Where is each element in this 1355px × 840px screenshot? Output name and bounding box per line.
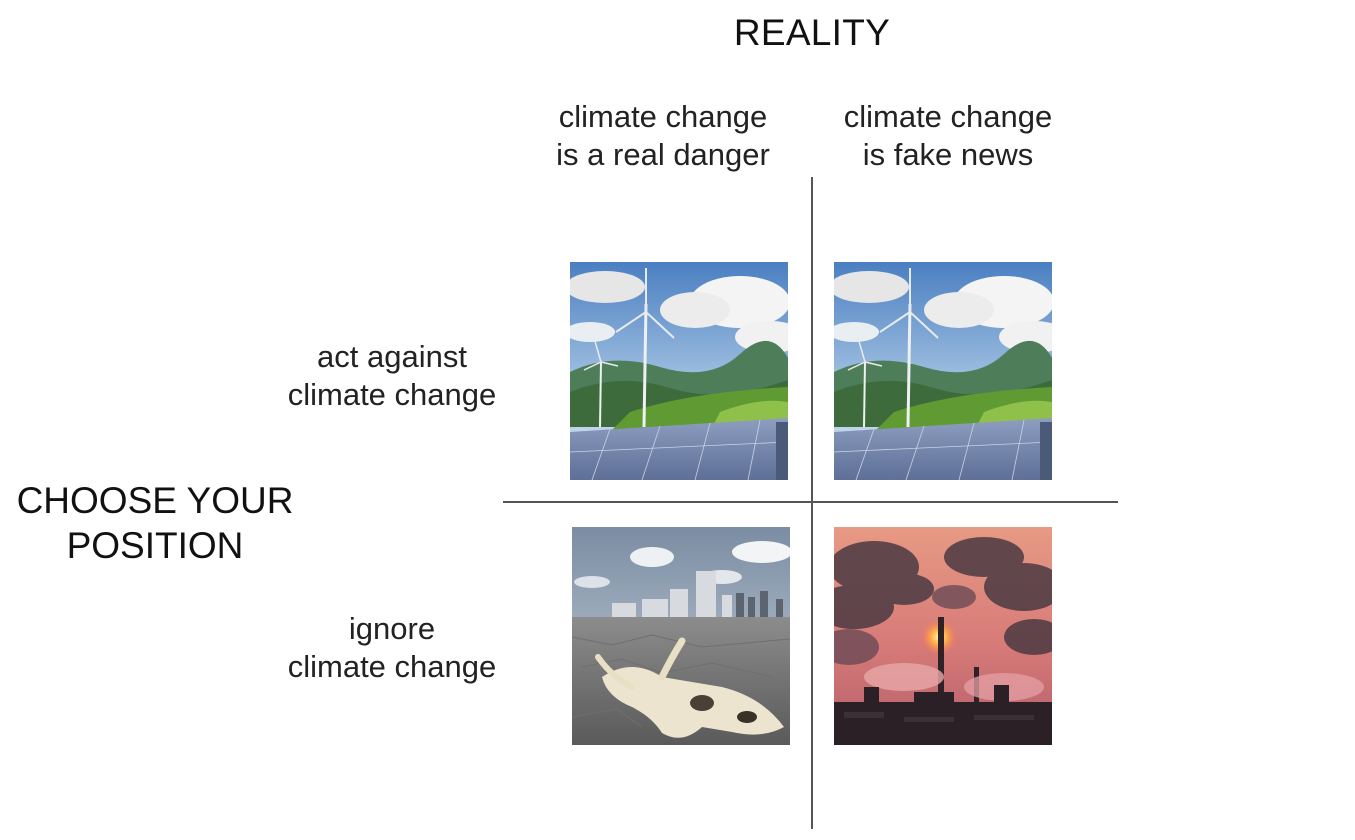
column-label-line: is a real danger [556,137,770,172]
image-renewable-energy-top-left [570,262,788,480]
position-axis-title: CHOOSE YOUR POSITION [8,478,302,568]
column-label-fake-news: climate change is fake news [816,98,1080,174]
vertical-axis-line [811,177,813,829]
horizontal-axis-line [503,501,1118,503]
smokestack-illustration [834,527,1052,745]
wind-solar-illustration [834,262,1052,480]
row-label-line: climate change [287,377,497,412]
column-label-line: is fake news [862,137,1034,172]
row-label-ignore: ignore climate change [272,610,512,686]
row-label-act-against: act against climate change [272,338,512,414]
image-renewable-energy-top-right [834,262,1052,480]
position-axis-title-line-2: POSITION [66,525,244,566]
column-label-line: climate change [843,99,1053,134]
row-label-line: climate change [287,649,497,684]
wind-solar-illustration [570,262,788,480]
reality-axis-title: REALITY [733,12,891,53]
image-pollution-bottom-right [834,527,1052,745]
position-axis-title-line-1: CHOOSE YOUR [16,480,294,521]
column-label-real-danger: climate change is a real danger [532,98,794,174]
image-drought-bottom-left [572,527,790,745]
row-label-line: act against [317,339,467,374]
column-label-line: climate change [558,99,768,134]
drought-skull-illustration [572,527,790,745]
row-label-line: ignore [348,611,436,646]
